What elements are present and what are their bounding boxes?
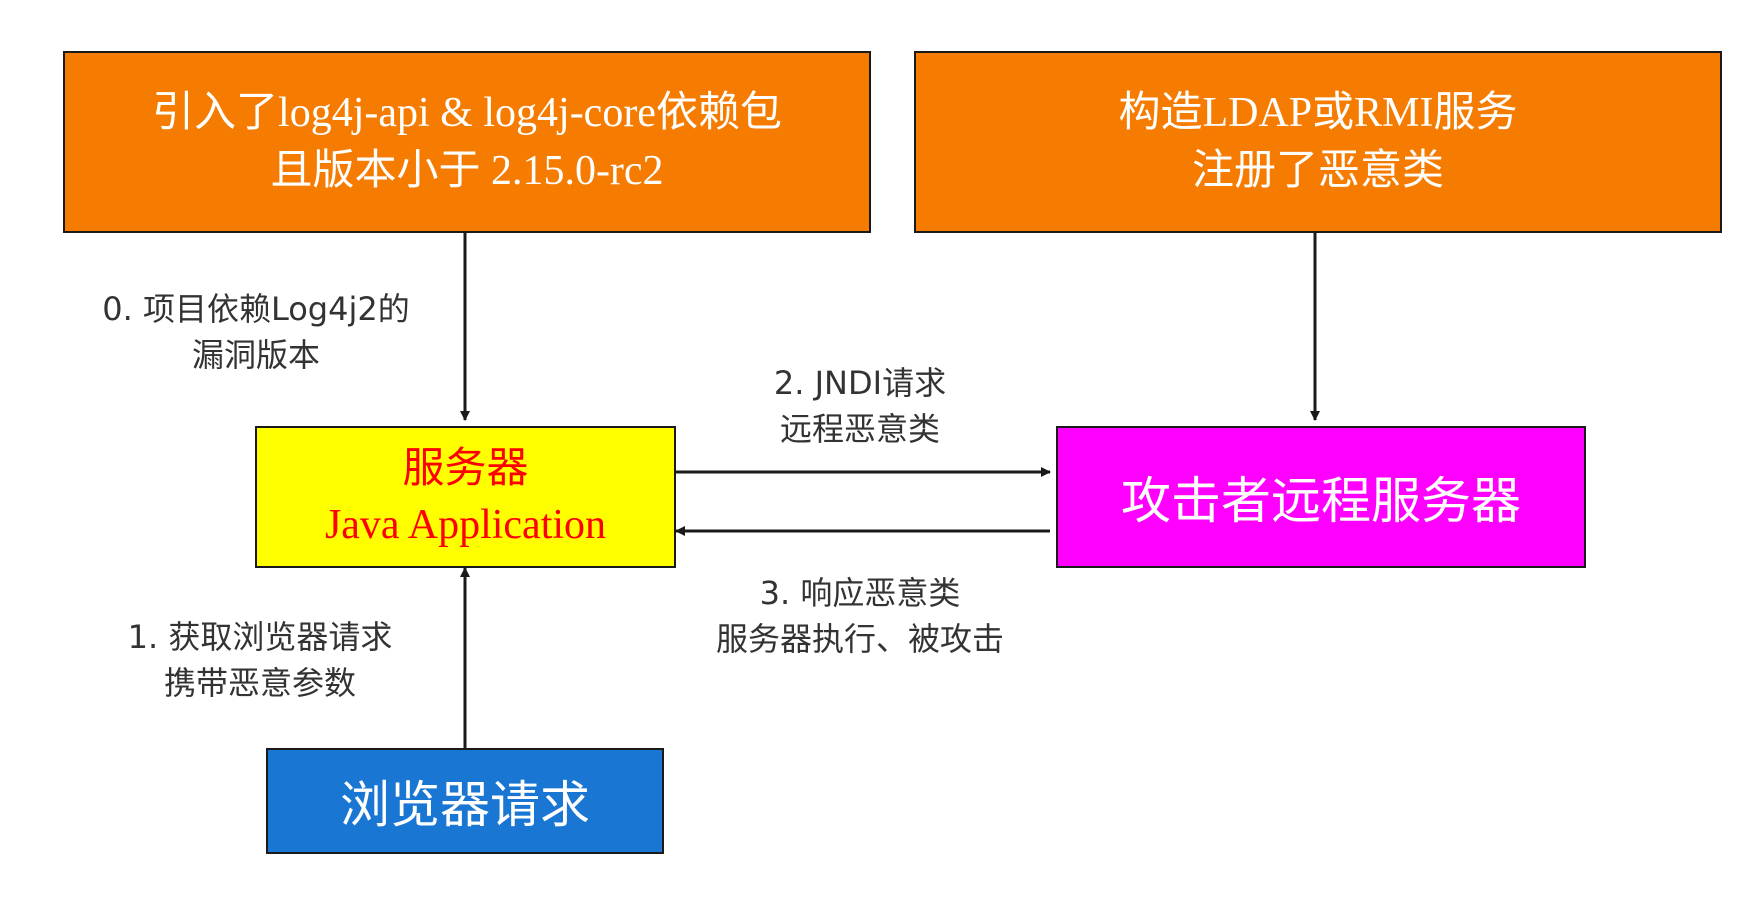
server-title: 服务器 <box>402 446 529 492</box>
step3-line-2: 服务器执行、被攻击 <box>715 620 1004 658</box>
step0-line-1: 0. 项目依赖Log4j2的 <box>102 290 410 328</box>
dependency-line-2: 且版本小于 2.15.0-rc2 <box>270 148 664 194</box>
browser-node: 浏览器请求 <box>266 748 664 854</box>
browser-label: 浏览器请求 <box>340 776 590 834</box>
step3-line-1: 3. 响应恶意类 <box>759 574 961 612</box>
attacker-setup-line-1: 构造LDAP或RMI服务 <box>1118 90 1518 136</box>
step2-line-1: 2. JNDI请求 <box>773 364 947 402</box>
server-subtitle: Java Application <box>324 502 607 548</box>
attacker-server-label: 攻击者远程服务器 <box>1121 472 1521 530</box>
attacker-setup-node: 构造LDAP或RMI服务 注册了恶意类 <box>914 51 1722 233</box>
attacker-server-node: 攻击者远程服务器 <box>1056 426 1586 568</box>
step2-line-2: 远程恶意类 <box>779 410 940 448</box>
attacker-setup-line-2: 注册了恶意类 <box>1191 148 1444 194</box>
step1-label: 1. 获取浏览器请求 携带恶意参数 <box>70 614 450 706</box>
step0-label: 0. 项目依赖Log4j2的 漏洞版本 <box>56 286 456 378</box>
dependency-line-1: 引入了log4j-api & log4j-core依赖包 <box>152 90 782 136</box>
step1-line-2: 携带恶意参数 <box>163 664 356 702</box>
dependency-node: 引入了log4j-api & log4j-core依赖包 且版本小于 2.15.… <box>63 51 871 233</box>
step2-label: 2. JNDI请求 远程恶意类 <box>690 360 1030 452</box>
step1-line-1: 1. 获取浏览器请求 <box>127 618 393 656</box>
step0-line-2: 漏洞版本 <box>191 336 320 374</box>
step3-label: 3. 响应恶意类 服务器执行、被攻击 <box>650 570 1070 662</box>
server-node: 服务器 Java Application <box>255 426 676 568</box>
